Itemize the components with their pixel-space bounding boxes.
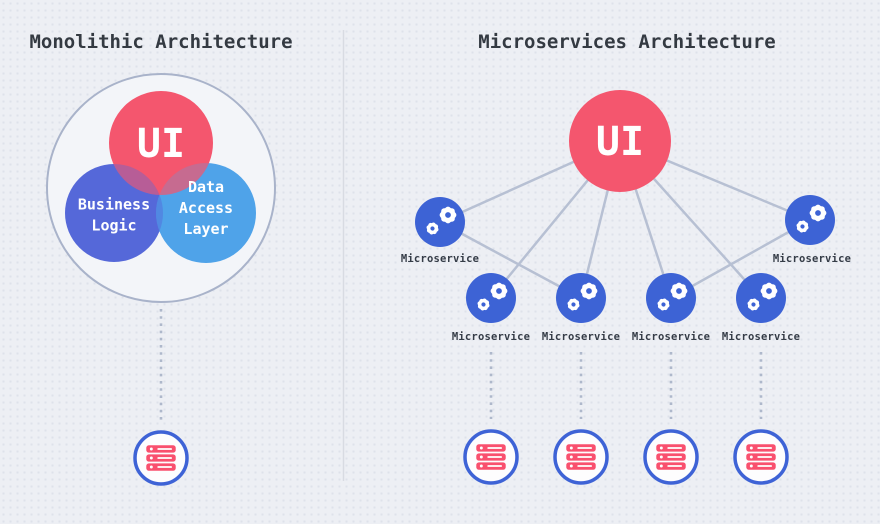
business-logic-label: Business bbox=[78, 196, 150, 214]
data-access-label: Data bbox=[188, 178, 224, 196]
dotted-connectors bbox=[489, 352, 763, 419]
ui-circle-microservices bbox=[569, 90, 671, 192]
gears-icon bbox=[646, 273, 696, 323]
microservice-label: Microservice bbox=[542, 331, 620, 343]
data-access-label: Access bbox=[179, 199, 233, 217]
microservices-title: Microservices Architecture bbox=[478, 31, 775, 53]
gears-icon bbox=[415, 197, 465, 247]
database-icon bbox=[465, 431, 517, 483]
microservice-label: Microservice bbox=[632, 331, 710, 343]
monolith-panel: Monolithic Architecture UI Business Logi… bbox=[29, 31, 293, 484]
microservice-label: Microservice bbox=[773, 253, 851, 265]
monolith-title: Monolithic Architecture bbox=[29, 31, 292, 53]
venn-overlap-ui bbox=[109, 163, 213, 195]
gears-icon bbox=[556, 273, 606, 323]
database-icon bbox=[645, 431, 697, 483]
gears-icon bbox=[736, 273, 786, 323]
database-icon bbox=[555, 431, 607, 483]
microservice-label: Microservice bbox=[452, 331, 530, 343]
database-icon bbox=[735, 431, 787, 483]
business-logic-label: Logic bbox=[91, 217, 136, 235]
database-icon bbox=[135, 432, 187, 484]
ui-label-microservices: UI bbox=[596, 119, 644, 165]
data-access-label: Layer bbox=[183, 220, 228, 238]
ui-label-monolith: UI bbox=[137, 121, 185, 167]
microservice-label: Microservice bbox=[722, 331, 800, 343]
gears-icon bbox=[785, 195, 835, 245]
microservice-label: Microservice bbox=[401, 253, 479, 265]
gears-icon bbox=[466, 273, 516, 323]
ui-circle-monolith bbox=[109, 91, 213, 195]
microservices-panel: Microservices Architecture UI Microservi… bbox=[401, 31, 851, 483]
